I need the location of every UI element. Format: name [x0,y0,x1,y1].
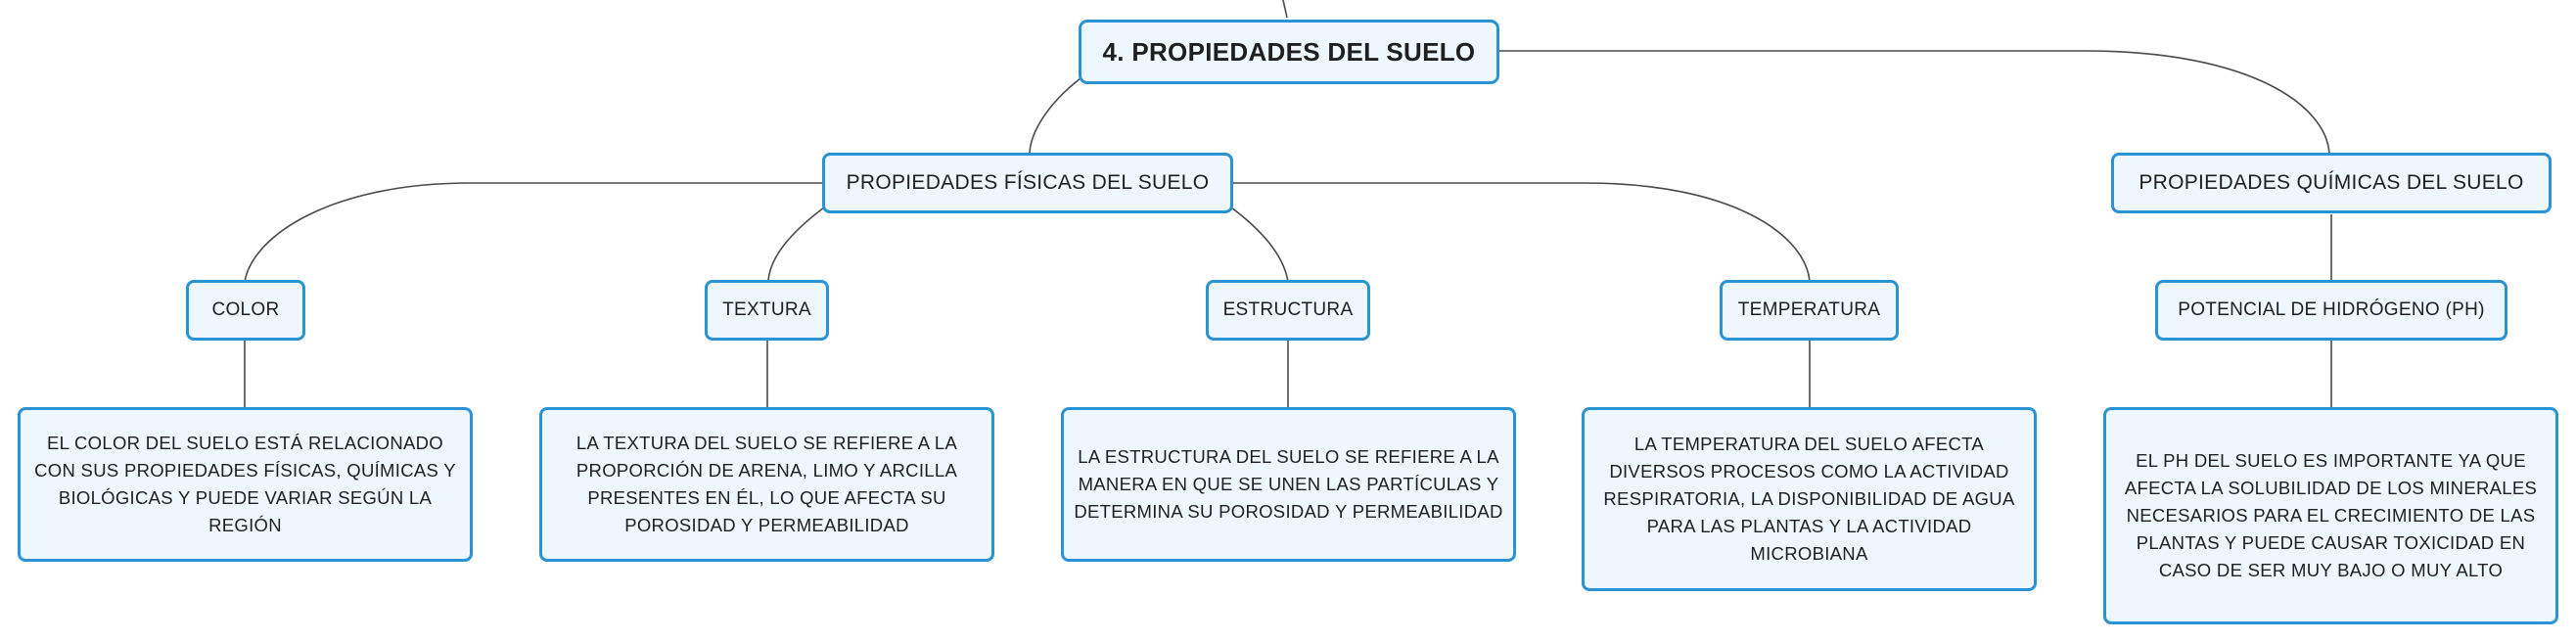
topic-ph[interactable]: POTENCIAL DE HIDRÓGENO (PH) [2155,280,2507,341]
description-temperatura[interactable]: LA TEMPERATURA DEL SUELO AFECTA DIVERSOS… [1582,407,2037,591]
connector-physical-temperatura [1231,182,1811,283]
topic-chemical-properties[interactable]: PROPIEDADES QUÍMICAS DEL SUELO [2111,153,2552,213]
topic-color[interactable]: COLOR [186,280,305,341]
topic-physical-properties[interactable]: PROPIEDADES FÍSICAS DEL SUELO [822,153,1233,213]
topic-temperatura[interactable]: TEMPERATURA [1720,280,1899,341]
connector-physical-textura [767,206,825,283]
connector-physical-estructura [1230,206,1289,283]
root-topic[interactable]: 4. PROPIEDADES DEL SUELO [1079,20,1499,84]
connector-root-chemical [1497,50,2330,156]
connector-physical-color [244,182,824,283]
connector-root-parent [1282,0,1288,19]
topic-textura[interactable]: TEXTURA [705,280,829,341]
topic-estructura[interactable]: ESTRUCTURA [1206,280,1370,341]
description-textura[interactable]: LA TEXTURA DEL SUELO SE REFIERE A LA PRO… [539,407,994,562]
connector-root-physical [1029,77,1081,156]
description-estructura[interactable]: LA ESTRUCTURA DEL SUELO SE REFIERE A LA … [1061,407,1516,562]
description-color[interactable]: EL COLOR DEL SUELO ESTÁ RELACIONADO CON … [18,407,473,562]
description-ph[interactable]: EL PH DEL SUELO ES IMPORTANTE YA QUE AFE… [2103,407,2558,624]
